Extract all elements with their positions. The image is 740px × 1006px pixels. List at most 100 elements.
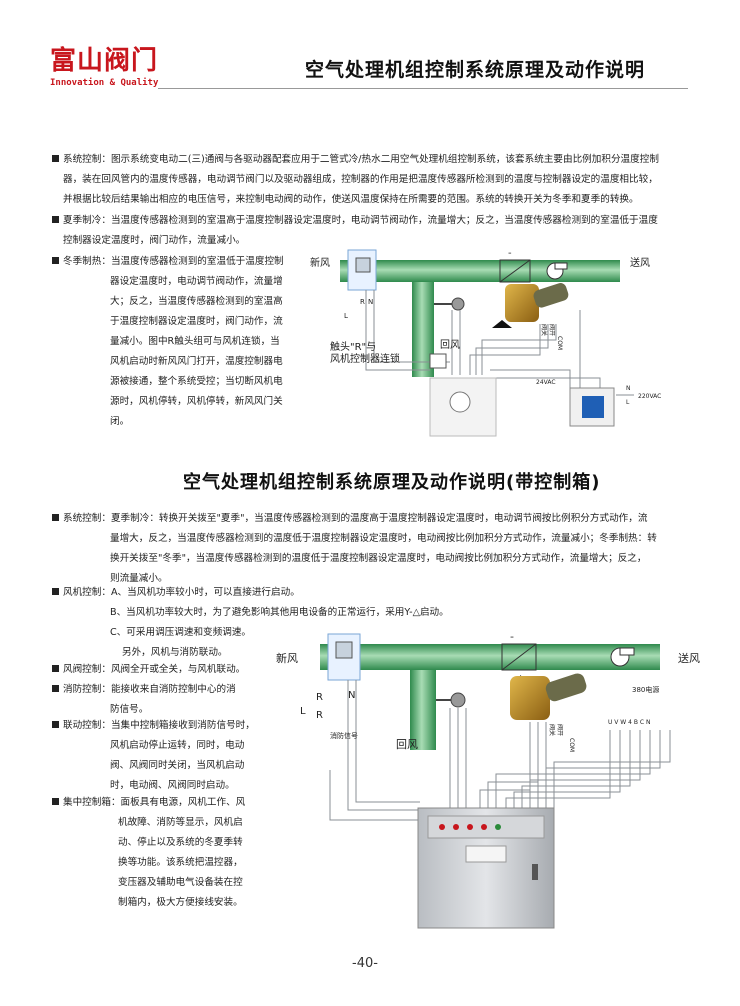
temperature-sensor-icon — [436, 692, 466, 708]
return-duct — [412, 282, 434, 377]
text-line: 风机控制：A、当风机功率较小时，可以直接进行启动。 — [63, 587, 300, 598]
return-duct — [410, 670, 436, 750]
bullet-square-icon — [52, 721, 59, 728]
bullet-square-icon — [52, 798, 59, 805]
main-duct — [320, 644, 660, 670]
text-line: 风机启动停止运转，同时，电动 — [110, 740, 245, 751]
text-line: 集中控制箱：面板具有电源，风机工作、风 — [63, 797, 246, 808]
text-line: 机故障、消防等显示，风机启 — [118, 817, 243, 828]
text-line: 并根据比较后结果输出相应的电压信号，来控制电动阀的动作，使送风温度保持在所需要的… — [63, 194, 639, 205]
label-com: COM — [568, 738, 575, 752]
bullet-square-icon — [52, 514, 59, 521]
section1-winter-heating: 冬季制热：当温度传感器检测到的室温低于温度控制 器设定温度时，电动调节阀动作，流… — [52, 252, 284, 432]
label-close: 阀关 — [548, 724, 556, 736]
label-220vac: 220VAC — [638, 393, 661, 400]
label-terminals: U V W 4 B C N — [608, 719, 650, 726]
label-return-air: 回风 — [440, 339, 460, 351]
text-line: 动、停止以及系统的冬夏季转 — [118, 837, 243, 848]
text-line: C、可采用调压调速和变频调速。 — [110, 627, 252, 638]
main-duct — [340, 260, 620, 282]
text-line: 大；反之，当温度传感器检测到的室温高 — [110, 296, 283, 307]
section2-damper-control: 风阀控制：风阀全开或全关，与风机联动。 — [52, 660, 245, 680]
label-return-air: 回风 — [396, 738, 418, 751]
label-com: COM — [556, 336, 563, 350]
text-line: 风阀控制：风阀全开或全关，与风机联动。 — [63, 664, 246, 675]
bullet-square-icon — [52, 665, 59, 672]
bullet-square-icon — [52, 257, 59, 264]
label-r1: R — [316, 692, 323, 703]
section2-fan-control: 风机控制：A、当风机功率较小时，可以直接进行启动。 B、当风机功率较大时，为了避… — [52, 583, 449, 663]
label-n: N — [348, 690, 355, 701]
diagram-1: - + 新风 送风 回风 触头"R"与 — [310, 248, 661, 437]
temperature-sensor-icon — [434, 297, 465, 311]
label-close: 阀关 — [540, 324, 548, 336]
text-line: 源被接通，整个系统受控；当切断风机电 — [110, 376, 283, 387]
title-divider — [158, 88, 688, 89]
text-line: 制箱内，极大方便接线安装。 — [118, 897, 243, 908]
label-supply-air: 送风 — [630, 256, 650, 269]
label-l2: L — [626, 399, 630, 406]
text-line: 器，装在回风管内的温度传感器，电动调节阀门以及驱动器组成，控制器的作用是把温度传… — [63, 174, 658, 185]
text-line: 系统控制：图示系统变电动二(三)通阀与各驱动器配套应用于二管式冷/热水二用空气处… — [63, 154, 659, 165]
page-number: -40- — [352, 956, 378, 971]
label-contact-note-1: 触头"R"与 — [330, 340, 376, 353]
label-380-power: 380电源 — [632, 685, 659, 694]
label-fresh-air: 新风 — [310, 256, 330, 269]
text-line: 换等功能。该系统把温控器， — [118, 857, 243, 868]
label-r2: R — [316, 710, 323, 721]
bullet-square-icon — [52, 588, 59, 595]
svg-text:-: - — [510, 630, 514, 643]
label-24vac: 24VAC — [536, 379, 556, 386]
text-line: 联动控制：当集中控制箱接收到消防信号时， — [63, 720, 255, 731]
text-line: B、当风机功率较大时，为了避免影响其他用电设备的正常运行，采用Y-△启动。 — [110, 607, 449, 618]
transformer-icon — [569, 387, 615, 427]
electric-valve-icon — [492, 283, 569, 328]
contact-box — [429, 353, 447, 369]
text-line: 冬季制热：当温度传感器检测到的室温低于温度控制 — [63, 256, 284, 267]
bullet-square-icon — [52, 216, 59, 223]
text-line: 风机启动时新风风门打开，温度控制器电 — [110, 356, 283, 367]
label-open: 阀开 — [556, 724, 564, 736]
fan-icon — [546, 262, 568, 280]
text-line: 时，电动阀、风阀同时启动。 — [110, 780, 235, 791]
section2-fire-control: 消防控制：能接收来自消防控制中心的消 防信号。 — [52, 680, 236, 720]
label-open: 阀开 — [548, 324, 556, 336]
label-fire-signal: 消防信号 — [330, 731, 358, 740]
text-line: 则流量减小。 — [110, 573, 168, 584]
text-line: 源时，风机停转，风机停转，新风风门关 — [110, 396, 283, 407]
bullet-square-icon — [52, 685, 59, 692]
text-line: 阀、风阀同时关闭，当风机启动 — [110, 760, 245, 771]
text-line: 换开关拨至"冬季"，当温度传感器检测到的温度低于温度控制器设定温度时，电动阀按比… — [110, 553, 647, 564]
text-line: 量增大，反之，当温度传感器检测到的温度低于温度控制器设定温度时，电动阀按比例加积… — [110, 533, 657, 544]
text-line: 消防控制：能接收来自消防控制中心的消 — [63, 684, 236, 695]
label-l: L — [344, 312, 348, 320]
text-line: 控制器设定温度时，阀门动作，流量减小。 — [63, 235, 246, 246]
section2-system-control: 系统控制：夏季制冷：转换开关拨至"夏季"，当温度传感器检测到的温度高于温度控制器… — [52, 509, 657, 589]
text-line: 夏季制冷：当温度传感器检测到的室温高于温度控制器设定温度时，电动调节阀动作，流量… — [63, 215, 658, 226]
label-contact-note-2: 风机控制器连锁 — [330, 352, 400, 365]
text-line: 变压器及辅助电气设备装在控 — [118, 877, 243, 888]
label-l: L — [300, 706, 306, 717]
text-line: 于温度控制器设定温度时，阀门动作，流 — [110, 316, 283, 327]
text-line: 系统控制：夏季制冷：转换开关拨至"夏季"，当温度传感器检测到的温度高于温度控制器… — [63, 513, 648, 524]
bullet-square-icon — [52, 155, 59, 162]
thermostat-icon — [429, 377, 497, 437]
diagram-2: - + 新 — [276, 630, 700, 929]
logo-chinese: 富山阀门 — [50, 46, 159, 76]
fan-icon — [610, 647, 635, 667]
label-supply-air: 送风 — [678, 651, 700, 665]
logo-english: Innovation & Quality — [50, 78, 159, 88]
company-logo: 富山阀门 Innovation & Quality — [50, 40, 158, 88]
text-line: 防信号。 — [110, 704, 149, 715]
text-line: 器设定温度时，电动调节阀动作，流量增 — [110, 276, 283, 287]
label-n2: N — [626, 385, 631, 392]
label-r: R — [360, 298, 365, 306]
section1-summer-cooling: 夏季制冷：当温度传感器检测到的室温高于温度控制器设定温度时，电动调节阀动作，流量… — [52, 211, 658, 251]
text-line: 闭。 — [110, 416, 130, 427]
section-title: 空气处理机组控制系统原理及动作说明(带控制箱) — [183, 472, 601, 493]
control-cabinet-icon — [417, 807, 555, 929]
damper-actuator-icon — [327, 633, 361, 681]
page-title: 空气处理机组控制系统原理及动作说明 — [305, 59, 646, 81]
text-line: 另外，风机与消防联动。 — [122, 647, 228, 658]
svg-text:-: - — [508, 248, 512, 259]
